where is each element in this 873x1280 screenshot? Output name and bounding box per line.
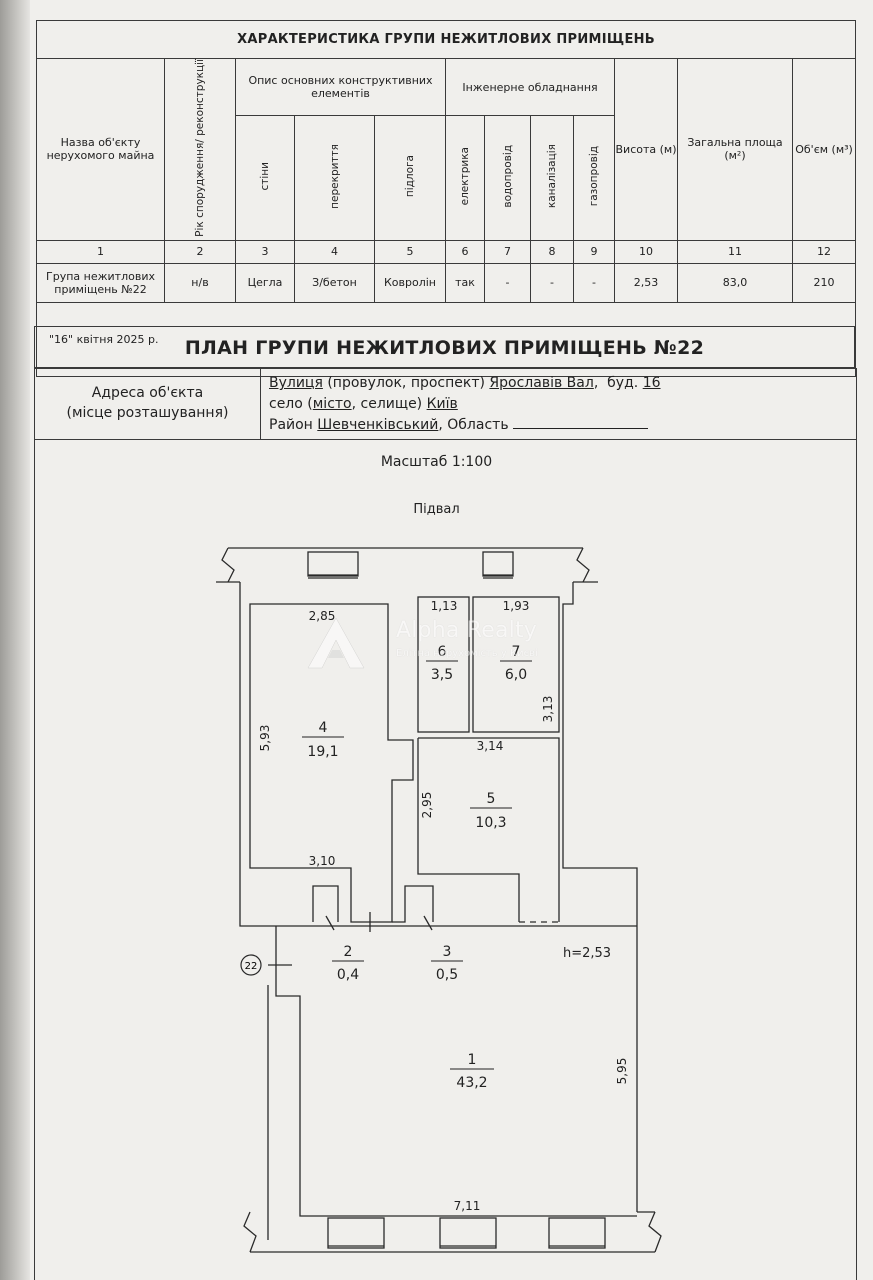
header-engineering-group: Інженерне обладнання	[445, 57, 615, 117]
characteristics-table: ХАРАКТЕРИСТИКА ГРУПИ НЕЖИТЛОВИХ ПРИМІЩЕН…	[35, 20, 857, 377]
room-2-number: 2	[344, 944, 353, 960]
room-1-number: 1	[468, 1052, 477, 1068]
room-7-area: 6,0	[505, 667, 527, 683]
street-name: Ярославів Вал	[489, 375, 594, 391]
cell-total-area: 83,0	[677, 262, 793, 303]
height-note: h=2,53	[563, 946, 611, 961]
header-walls: стіни	[235, 115, 295, 241]
district-label: Район	[269, 417, 313, 433]
column-number: 10	[614, 239, 678, 264]
watermark-tagline: Елітна нерухомість у Києві	[396, 648, 538, 659]
dim-r4-side: 5,93	[258, 725, 272, 752]
address-label-line-2: (місце розташування)	[66, 405, 229, 421]
room-2-area: 0,4	[337, 967, 359, 983]
address-label: Адреса об'єкта (місце розташування)	[35, 369, 261, 439]
room-1-area: 43,2	[456, 1075, 487, 1091]
street-type-rest: (провулок, проспект)	[327, 375, 485, 391]
cell-name: Група нежитлових приміщень №22	[36, 262, 165, 303]
region-blank	[513, 414, 649, 429]
column-number: 11	[677, 239, 793, 264]
plan-frame	[34, 440, 857, 1280]
cell-electric: так	[445, 262, 485, 303]
header-floors-slab: перекриття	[294, 115, 375, 241]
room-5-area: 10,3	[475, 815, 506, 831]
dim-r7-top: 1,93	[503, 599, 530, 613]
column-number: 1	[36, 239, 165, 264]
dim-r5-top: 3,14	[477, 739, 504, 753]
dim-r1-side: 5,95	[615, 1058, 629, 1085]
district-name: Шевченківський	[317, 417, 439, 433]
watermark-name: Alpha Realty	[396, 618, 538, 643]
header-height: Висота (м)	[614, 58, 678, 241]
settlement-city: місто	[312, 395, 352, 412]
characteristics-title: ХАРАКТЕРИСТИКА ГРУПИ НЕЖИТЛОВИХ ПРИМІЩЕН…	[35, 20, 857, 59]
room-3-area: 0,5	[436, 967, 458, 983]
room-3-number: 3	[443, 944, 452, 960]
room-4-number: 4	[319, 720, 328, 736]
street-type: Вулиця	[269, 375, 323, 391]
header-floor: підлога	[374, 115, 446, 241]
room-labels: 4 19,1 6 3,5 7 6,0 5 10,3 2 0,4 3 0,5 1 …	[302, 644, 611, 1091]
group-marker: 22	[245, 961, 258, 972]
settlement-type-pre: село (	[269, 395, 313, 412]
address-district-line: Район Шевченківський, Область	[269, 414, 661, 436]
room-5-number: 5	[487, 791, 496, 807]
plan-scale: Масштаб 1:100	[380, 454, 493, 470]
settlement-type-post: , селище)	[351, 395, 423, 412]
column-number: 4	[294, 239, 375, 264]
room-4-area: 19,1	[307, 744, 338, 760]
room-6-number: 6	[438, 644, 447, 660]
room-6-area: 3,5	[431, 667, 453, 683]
header-volume: Об'єм (м³)	[791, 58, 857, 241]
plan-title: ПЛАН ГРУПИ НЕЖИТЛОВИХ ПРИМІЩЕНЬ №22	[34, 326, 855, 368]
floor-label: Підвал	[413, 502, 460, 517]
dim-r4-bottom: 3,10	[309, 854, 336, 868]
column-number: 12	[791, 239, 857, 264]
address-block: Адреса об'єкта (місце розташування) Вули…	[34, 368, 857, 440]
dim-r4-top: 2,85	[309, 609, 336, 623]
address-lines: Вулиця (провулок, проспект) Ярославів Ва…	[269, 373, 661, 436]
dimension-labels: 2,85 5,93 3,10 1,13 1,93 3,13 3,14 2,95 …	[258, 599, 629, 1213]
header-total-area: Загальна площа (м²)	[677, 58, 793, 241]
dim-r7-side: 3,13	[541, 696, 555, 723]
group-marker-circle	[240, 954, 262, 976]
document-date: "16" квітня 2025 р.	[35, 301, 857, 377]
city-name: Київ	[426, 395, 458, 412]
dim-r5-side: 2,95	[420, 792, 434, 819]
building-number: 16	[642, 375, 661, 391]
room-7-number: 7	[512, 644, 521, 660]
header-construct-group: Опис основних конструктивних елементів	[235, 57, 446, 117]
column-number: 8	[530, 239, 574, 264]
header-gas: газопровід	[573, 115, 615, 241]
dim-r6-top: 1,13	[431, 599, 458, 613]
address-label-line-1: Адреса об'єкта	[91, 385, 204, 401]
cell-walls: Цегла	[235, 262, 295, 303]
address-city-line: село (місто, селище) Київ	[269, 394, 661, 415]
building-label: буд.	[607, 375, 639, 391]
cell-floors-slab: З/бетон	[294, 262, 375, 303]
plan-walls	[216, 547, 662, 1253]
dim-r1-bottom: 7,11	[454, 1199, 481, 1213]
address-street-line: Вулиця (провулок, проспект) Ярославів Ва…	[269, 375, 661, 391]
column-number: 2	[164, 239, 236, 264]
table-row: Група нежитлових приміщень №22 н/в Цегла…	[36, 262, 857, 303]
header-name: Назва об'єкту нерухомого майна	[36, 58, 165, 241]
region-label: Область	[447, 417, 509, 433]
cell-volume: 210	[791, 262, 857, 303]
page-binding-edge	[0, 0, 30, 1280]
alpha-realty-watermark: Alpha Realty Елітна нерухомість у Києві	[300, 610, 580, 672]
alpha-logo-icon	[307, 617, 365, 669]
